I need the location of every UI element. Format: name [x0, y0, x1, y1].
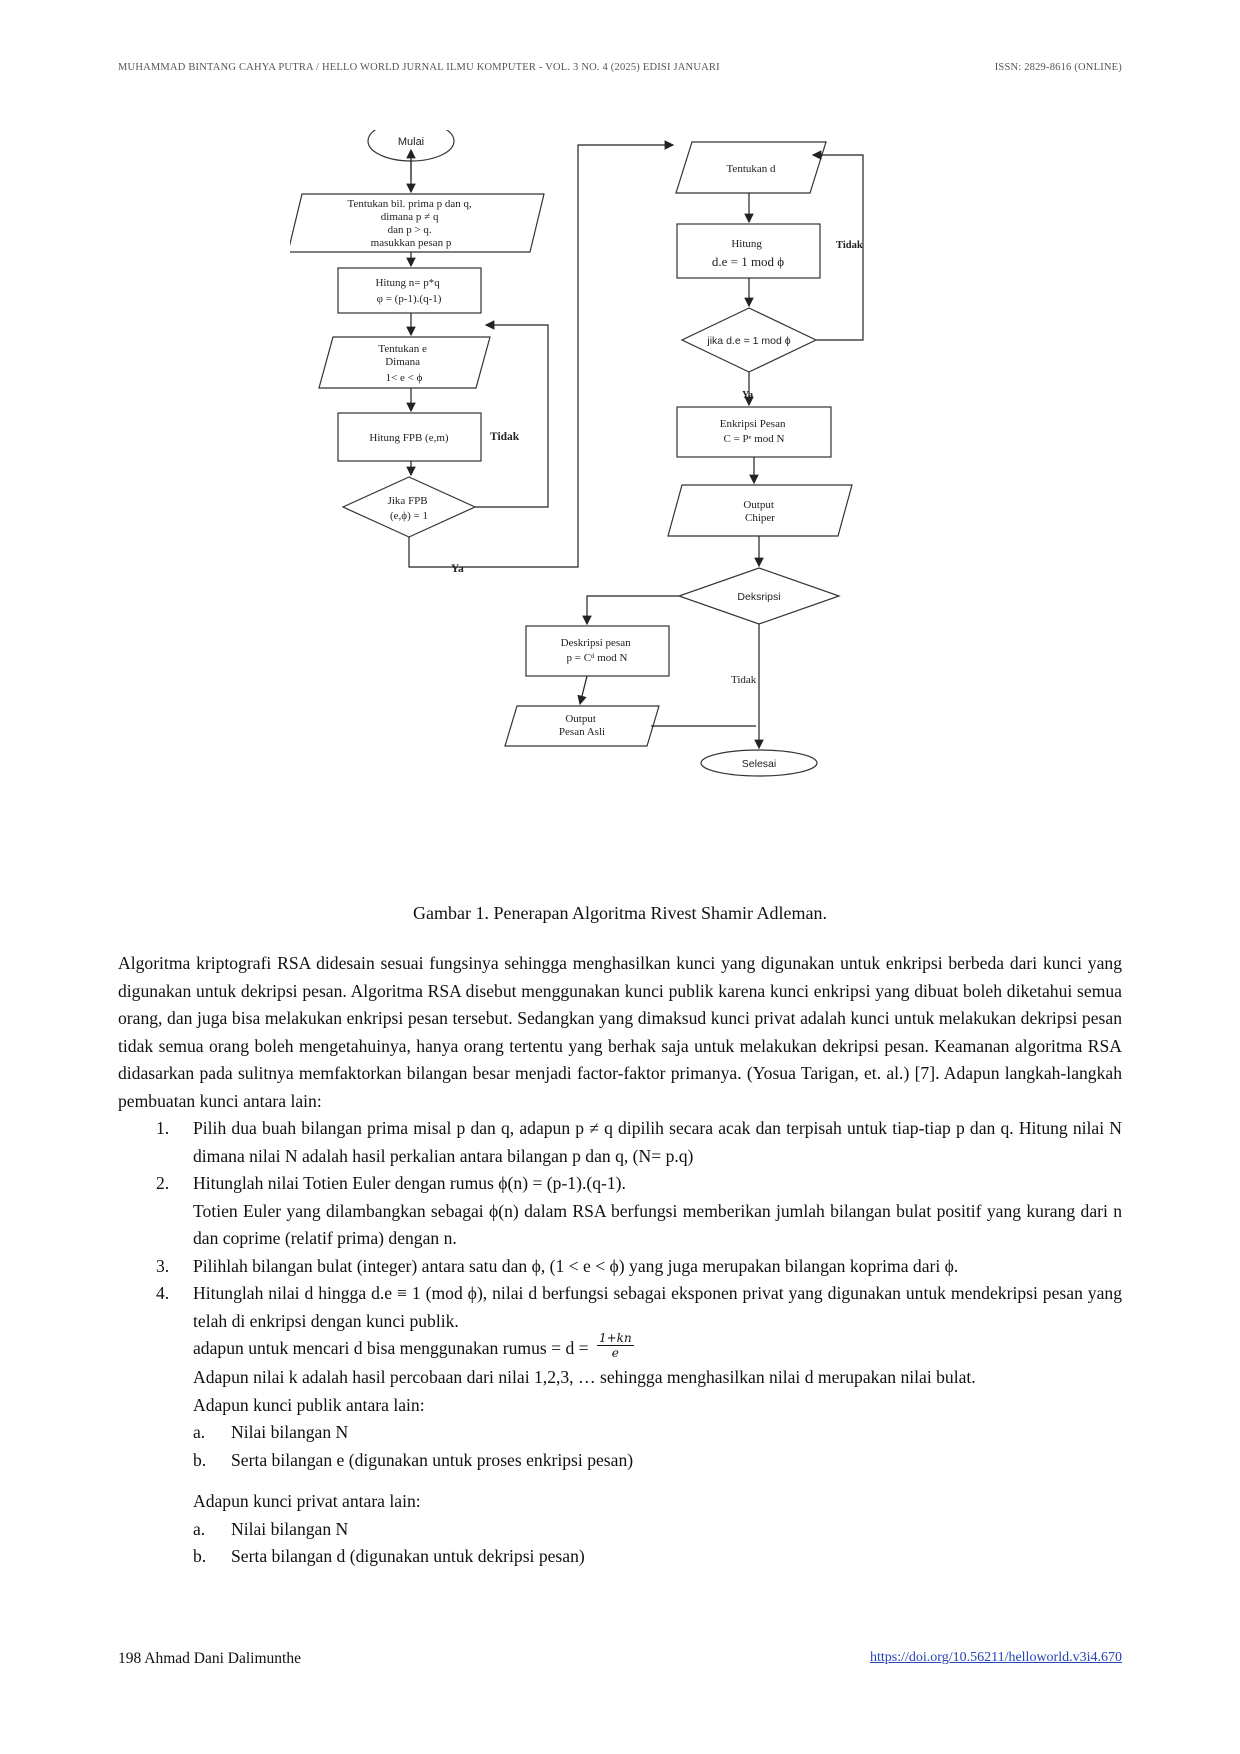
- article-body: Algoritma kriptografi RSA didesain sesua…: [118, 950, 1122, 1571]
- svg-text:Tentukan bil. prima p dan q,: Tentukan bil. prima p dan q, dimana p ≠ …: [348, 198, 475, 249]
- step-text: Pilihlah bilangan bulat (integer) antara…: [193, 1255, 959, 1276]
- step-text: Hitunglah nilai Totien Euler dengan rumu…: [193, 1173, 626, 1193]
- sub-letter: b.: [193, 1449, 207, 1470]
- hitung-n-process: [337, 267, 482, 314]
- step-4: 4. Hitunglah nilai d hingga d.e ≡ 1 (mod…: [118, 1280, 1122, 1571]
- fraction-numerator: 1+kn: [596, 1331, 634, 1347]
- output-chiper-line2: Chiper: [745, 512, 775, 524]
- jika-fpb-line1: Jika FPB: [388, 495, 428, 507]
- deskripsi-pesan-line2: p = Cᵈ mod N: [567, 652, 628, 664]
- ya-right-label: Ya: [742, 390, 753, 401]
- input-pq-line3: dan p > q.: [388, 224, 432, 236]
- deksripsi-label: Deksripsi: [737, 591, 780, 603]
- tidak-bottom-label: Tidak: [731, 674, 757, 686]
- figure-caption: Gambar 1. Penerapan Algoritma Rivest Sha…: [413, 903, 827, 923]
- ya-left-label: Ya: [451, 563, 464, 575]
- step-number: 1.: [156, 1118, 170, 1138]
- hitung-de-line1: Hitung: [731, 238, 762, 250]
- jika-de-label: jika d.e = 1 mod ϕ: [706, 335, 790, 347]
- output-asli-parallelogram: [504, 705, 660, 747]
- public-key-item: a. Nilai bilangan N: [193, 1419, 1122, 1447]
- private-key-item: a. Nilai bilangan N: [193, 1516, 1122, 1544]
- public-key-item: b. Serta bilangan e (digunakan untuk pro…: [193, 1447, 1122, 1475]
- output-asli-line1: Output: [565, 713, 596, 725]
- doi-link[interactable]: https://doi.org/10.56211/helloworld.v3i4…: [870, 1650, 1122, 1665]
- step-2: 2. Hitunglah nilai Totien Euler dengan r…: [118, 1170, 1122, 1253]
- sub-letter: a.: [193, 1518, 206, 1539]
- formula-fraction: 1+kn e: [596, 1331, 634, 1361]
- svg-text:Output Chiper: Output Chiper: [743, 499, 776, 524]
- svg-text:Deskripsi pesan p = Cᵈ m: Deskripsi pesan p = Cᵈ mod N: [561, 637, 634, 664]
- start-label: Mulai: [398, 136, 424, 148]
- private-key-item: b. Serta bilangan d (digunakan untuk dek…: [193, 1543, 1122, 1571]
- step-number: 3.: [156, 1255, 170, 1276]
- formula-line: adapun untuk mencari d bisa menggunakan …: [193, 1331, 1122, 1364]
- header-journal: MUHAMMAD BINTANG CAHYA PUTRA / HELLO WOR…: [118, 62, 720, 73]
- step-text: Hitunglah nilai d hingga d.e ≡ 1 (mod ϕ)…: [193, 1283, 1122, 1331]
- step-text: Pilih dua buah bilangan prima misal p da…: [193, 1118, 1122, 1166]
- key-generation-steps: 1. Pilih dua buah bilangan prima misal p…: [118, 1115, 1122, 1571]
- running-header: MUHAMMAD BINTANG CAHYA PUTRA / HELLO WOR…: [118, 62, 1122, 78]
- hitung-fpb-label: Hitung FPB (e,m): [369, 432, 448, 444]
- deskripsi-pesan-line1: Deskripsi pesan: [561, 637, 631, 649]
- sub-text: Serta bilangan e (digunakan untuk proses…: [231, 1449, 634, 1470]
- svg-text:Hitung d.e = 1 mod ϕ: Hitung d.e = 1 mod ϕ: [712, 238, 784, 269]
- flowchart-svg: Mulai Tentukan bil. prima p dan q, diman…: [290, 130, 864, 777]
- step-number: 2.: [156, 1173, 170, 1193]
- tentukan-d-parallelogram: [675, 141, 827, 194]
- tentukan-e-line3: 1< e < ϕ: [386, 372, 423, 384]
- output-asli-line2: Pesan Asli: [559, 726, 605, 738]
- jika-fpb-decision: [341, 476, 477, 538]
- svg-text:Enkripsi Pesan C = Pᵉ mo: Enkripsi Pesan C = Pᵉ mod N: [720, 418, 788, 445]
- jika-fpb-line2: (e,ϕ) = 1: [390, 510, 428, 522]
- hitung-de-line2: d.e = 1 mod ϕ: [712, 254, 784, 269]
- sub-text: Nilai bilangan N: [231, 1518, 349, 1539]
- step-1: 1. Pilih dua buah bilangan prima misal p…: [118, 1115, 1122, 1170]
- tentukan-e-line2: Dimana: [385, 356, 420, 368]
- input-pq-line1: Tentukan bil. prima p dan q,: [348, 198, 472, 210]
- sub-text: Serta bilangan d (digunakan untuk dekrip…: [231, 1546, 585, 1567]
- sub-letter: b.: [193, 1546, 207, 1567]
- svg-text:Output Pesan Asli: Output Pesan Asli: [559, 713, 605, 738]
- output-chiper-line1: Output: [743, 499, 774, 511]
- page-number-author: 198 Ahmad Dani Dalimunthe: [118, 1650, 301, 1667]
- tentukan-d-label: Tentukan d: [726, 163, 776, 175]
- svg-text:Jika FPB (e,ϕ) = 1: Jika FPB (e,ϕ) = 1: [388, 495, 431, 522]
- enkripsi-process: [676, 406, 832, 458]
- input-pq-parallelogram: [290, 193, 545, 253]
- fraction-denominator: e: [611, 1346, 619, 1361]
- tidak-right-label: Tidak: [836, 240, 863, 251]
- tentukan-e-parallelogram: [318, 336, 491, 389]
- hitung-fpb-process: [337, 412, 482, 462]
- hitung-n-line1: Hitung n= p*q: [375, 277, 440, 289]
- svg-text:Tentukan e Dimana: Tentukan e Dimana 1< e < ϕ: [378, 343, 429, 384]
- tentukan-e-line1: Tentukan e: [378, 343, 427, 355]
- sub-text: Nilai bilangan N: [231, 1422, 349, 1443]
- intro-paragraph: Algoritma kriptografi RSA didesain sesua…: [118, 953, 1122, 1111]
- step-3: 3. Pilihlah bilangan bulat (integer) ant…: [118, 1253, 1122, 1281]
- end-terminator: [700, 749, 818, 777]
- enkripsi-line2: C = Pᵉ mod N: [724, 433, 785, 445]
- step-text: Totien Euler yang dilambangkan sebagai ϕ…: [193, 1200, 1122, 1249]
- end-label: Selesai: [742, 758, 776, 770]
- deskripsi-pesan-process: [525, 625, 670, 677]
- formula-text: adapun untuk mencari d bisa menggunakan …: [193, 1338, 589, 1358]
- sub-letter: a.: [193, 1422, 206, 1443]
- svg-text:Hitung n= p*q φ = (p-1).: Hitung n= p*q φ = (p-1).(q-1): [375, 277, 442, 305]
- step-number: 4.: [156, 1283, 170, 1303]
- step-text: Adapun nilai k adalah hasil percobaan da…: [193, 1367, 976, 1388]
- private-key-title: Adapun kunci privat antara lain:: [193, 1491, 421, 1512]
- input-pq-line4: masukkan pesan p: [371, 237, 452, 249]
- input-pq-line2: dimana p ≠ q: [381, 211, 439, 223]
- output-chiper-parallelogram: [667, 484, 853, 537]
- hitung-de-process: [676, 223, 821, 279]
- hitung-n-line2: φ = (p-1).(q-1): [377, 293, 442, 305]
- tidak-left-label: Tidak: [490, 431, 520, 443]
- enkripsi-line1: Enkripsi Pesan: [720, 418, 786, 430]
- rsa-flowchart: Mulai Tentukan bil. prima p dan q, diman…: [290, 130, 890, 890]
- public-key-title: Adapun kunci publik antara lain:: [193, 1394, 425, 1415]
- header-issn: ISSN: 2829-8616 (ONLINE): [994, 62, 1122, 73]
